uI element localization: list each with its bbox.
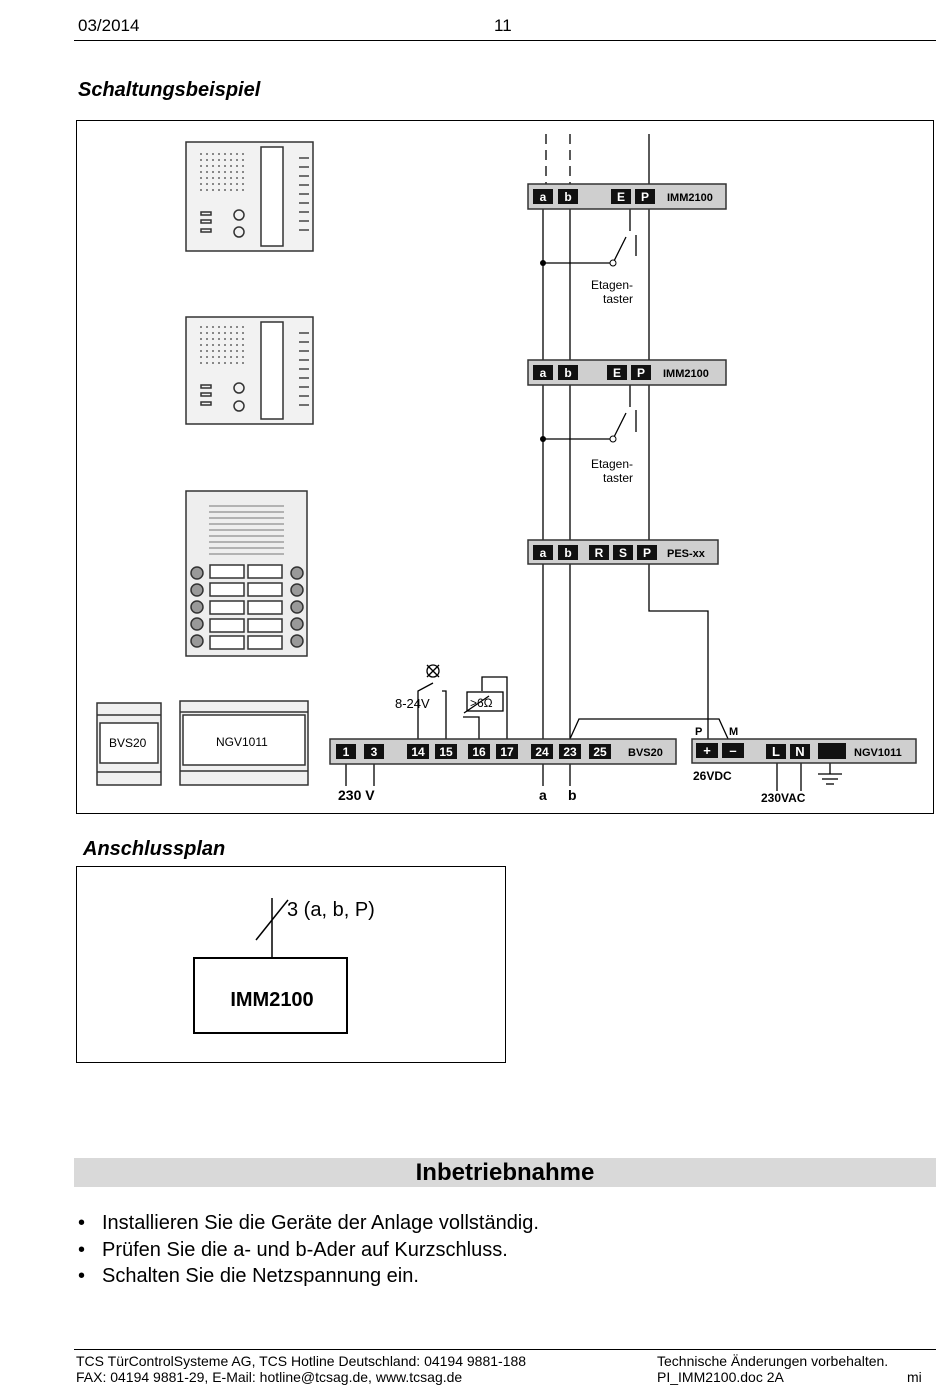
module-1-terminal-b: b	[564, 190, 571, 204]
module-3-terminal-r: R	[595, 546, 604, 560]
page-number: 11	[494, 16, 512, 35]
bus-a-label: a	[539, 787, 547, 803]
list-item: Prüfen Sie die a- und b-Ader auf Kurzsch…	[76, 1237, 539, 1264]
bvs20-terminal-25: 25	[593, 745, 607, 759]
wiring	[345, 134, 842, 791]
footer-contact: FAX: 04194 9881-29, E-Mail: hotline@tcsa…	[76, 1369, 463, 1385]
plan-device-label: IMM2100	[230, 989, 313, 1011]
module-3-terminal-b: b	[564, 546, 571, 560]
footer-notice: Technische Änderungen vorbehalten.	[657, 1353, 889, 1369]
resistor-label: >6Ω	[470, 696, 493, 710]
terminal-blocks	[336, 189, 846, 759]
commissioning-steps: Installieren Sie die Geräte der Anlage v…	[76, 1210, 539, 1290]
dc-output-label: 26VDC	[693, 769, 732, 783]
footer-company: TCS TürControlSysteme AG, TCS Hotline De…	[76, 1353, 527, 1369]
lamp-voltage-label: 8-24V	[395, 696, 430, 711]
bvs20-terminal-1: 1	[343, 745, 350, 759]
bvs20-supply-label: 230 V	[338, 787, 375, 803]
imm2100-box	[193, 957, 348, 1034]
module-1-name: IMM2100	[667, 192, 713, 204]
bvs20-terminal-24: 24	[535, 745, 549, 759]
footer-initials: mi	[907, 1369, 922, 1385]
ngv1011-device	[179, 700, 309, 786]
bvs20-terminal-17: 17	[500, 745, 514, 759]
list-item: Installieren Sie die Geräte der Anlage v…	[76, 1210, 539, 1237]
outdoor-station	[185, 490, 308, 657]
ngv1011-p-label: P	[695, 726, 702, 738]
circuit-diagram: BVS20 NGV1011	[76, 120, 934, 814]
ngv1011-device-label: NGV1011	[216, 735, 268, 749]
connection-plan: 3 (a, b, P) IMM2100	[76, 866, 506, 1063]
module-1-terminal-p: P	[641, 190, 649, 204]
bvs20-terminal-16: 16	[472, 745, 486, 759]
bvs20-terminal-23: 23	[563, 745, 577, 759]
switch-2-label-line-2: taster	[603, 471, 633, 485]
module-3-terminal-p: P	[643, 546, 651, 560]
module-3-name: PES-xx	[667, 548, 706, 560]
ngv1011-m-label: M	[729, 726, 738, 738]
footer-divider	[74, 1349, 936, 1350]
module-2-terminal-b: b	[564, 366, 571, 380]
ngv1011-terminal-l: L	[772, 744, 780, 759]
module-3-terminal-a: a	[540, 546, 547, 560]
bvs20-strip-name: BVS20	[628, 747, 663, 759]
header-date: 03/2014	[78, 16, 140, 35]
circuit-diagram-svg: BVS20 NGV1011	[96, 134, 917, 805]
indoor-phone-1	[185, 141, 314, 252]
footer-document: PI_IMM2100.doc 2A	[657, 1369, 784, 1385]
ngv1011-terminal-n: N	[795, 744, 804, 759]
bvs20-terminal-15: 15	[439, 745, 453, 759]
ngv1011-terminal-minus: –	[729, 743, 736, 758]
ngv1011-strip-name: NGV1011	[854, 747, 902, 759]
switch-1-label-line-2: taster	[603, 292, 633, 306]
circuit-title: Schaltungsbeispiel	[78, 79, 261, 101]
bvs20-device-label: BVS20	[109, 736, 147, 750]
module-3-terminal-s: S	[619, 546, 627, 560]
commissioning-title: Inbetriebnahme	[415, 1159, 595, 1186]
plan-title: Anschlussplan	[83, 838, 226, 860]
bus-b-label: b	[568, 787, 577, 803]
module-2-terminal-e: E	[613, 366, 621, 380]
ngv1011-terminal-plus: +	[703, 743, 711, 758]
cable-label: 3 (a, b, P)	[287, 899, 375, 921]
module-2-terminal-a: a	[540, 366, 547, 380]
module-2-name: IMM2100	[663, 368, 709, 380]
switch-1-label-line-1: Etagen-	[591, 278, 633, 292]
module-1-terminal-a: a	[540, 190, 547, 204]
commissioning-band	[74, 1158, 936, 1187]
connection-plan-svg: 3 (a, b, P) IMM2100	[193, 898, 375, 1034]
header-divider	[74, 40, 936, 41]
bvs20-terminal-14: 14	[411, 745, 425, 759]
module-1-terminal-e: E	[617, 190, 625, 204]
switch-2-label-line-1: Etagen-	[591, 457, 633, 471]
list-item: Schalten Sie die Netzspannung ein.	[76, 1263, 539, 1290]
ac-input-label: 230VAC	[761, 791, 806, 805]
bvs20-terminal-3: 3	[371, 745, 378, 759]
indoor-phone-2	[185, 316, 314, 425]
module-2-terminal-p: P	[637, 366, 645, 380]
bvs20-device	[96, 702, 162, 786]
